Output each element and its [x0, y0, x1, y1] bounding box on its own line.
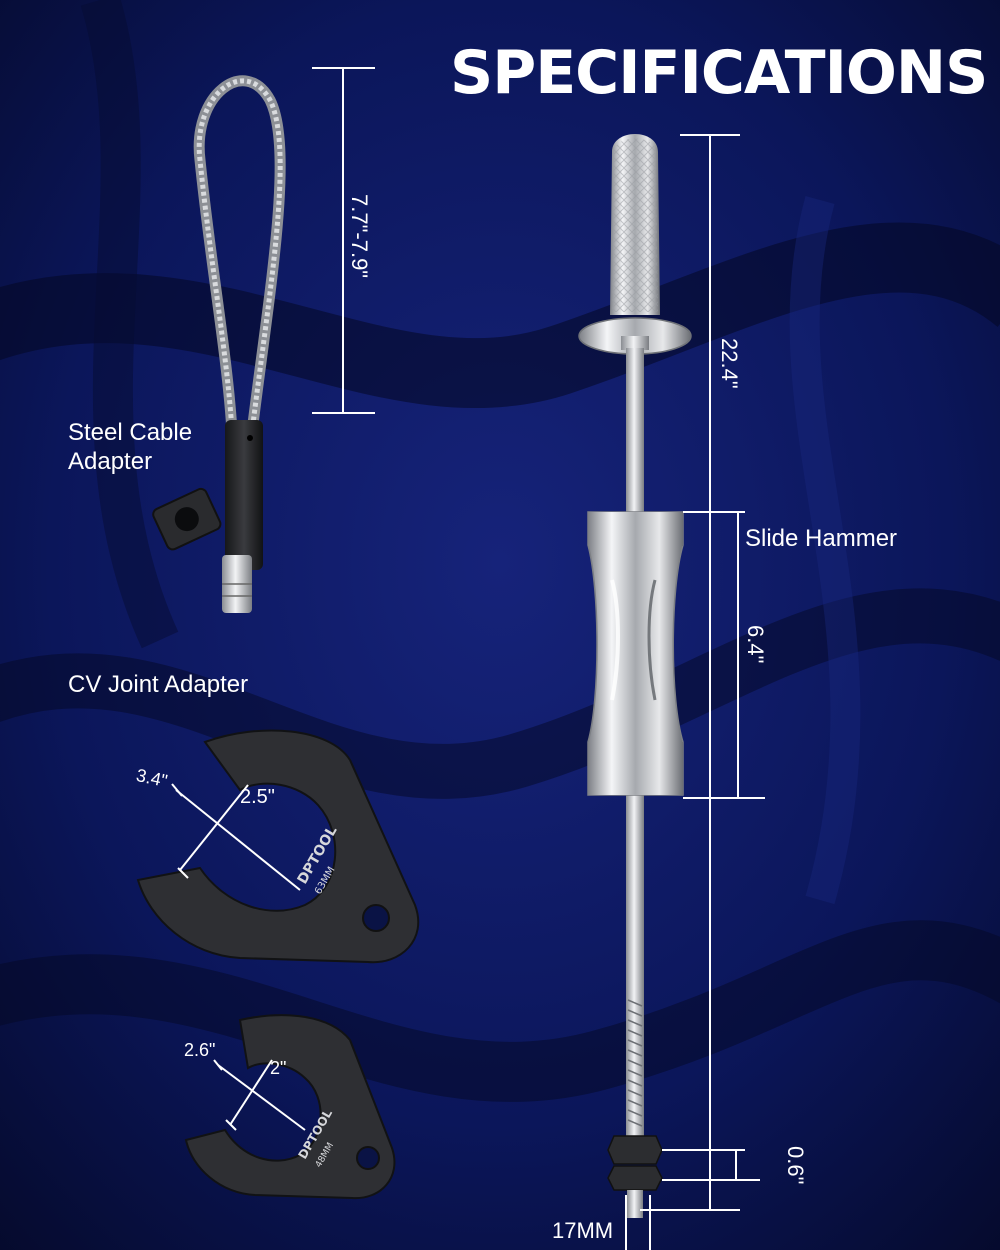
- cv-joint-adapter-small: DPTOOL 48MM: [184, 1014, 396, 1200]
- steel-cable-label: Steel Cable Adapter: [68, 418, 192, 476]
- cv-small-outer-dimension: 2.6": [184, 1040, 216, 1060]
- weight-length-dimension: 6.4": [743, 625, 768, 664]
- cv-small-dimension-lines: [213, 1059, 306, 1131]
- cable-dimension-line: [312, 67, 375, 414]
- page-title: SPECIFICATIONS: [450, 38, 988, 108]
- nut-height-dimension: 0.6": [783, 1146, 808, 1185]
- cv-small-inner-dimension: 2": [270, 1058, 287, 1078]
- nut-size-dimension: 17MM: [552, 1218, 614, 1243]
- cv-large-inner-dimension: 2.5": [240, 786, 275, 808]
- slide-hammer-label: Slide Hammer: [745, 525, 898, 552]
- cable-length-dimension: 7.7"-7.9": [347, 194, 372, 279]
- steel-cable-label-line2: Adapter: [68, 448, 153, 475]
- hammer-dimension-lines: [625, 134, 765, 1250]
- cv-large-dimension-lines: [171, 783, 301, 891]
- cv-joint-label: CV Joint Adapter: [68, 671, 249, 698]
- hammer-length-dimension: 22.4": [717, 338, 742, 389]
- slide-hammer: [578, 134, 692, 1218]
- steel-cable-adapter: [152, 75, 286, 613]
- steel-cable-label-line1: Steel Cable: [68, 419, 193, 446]
